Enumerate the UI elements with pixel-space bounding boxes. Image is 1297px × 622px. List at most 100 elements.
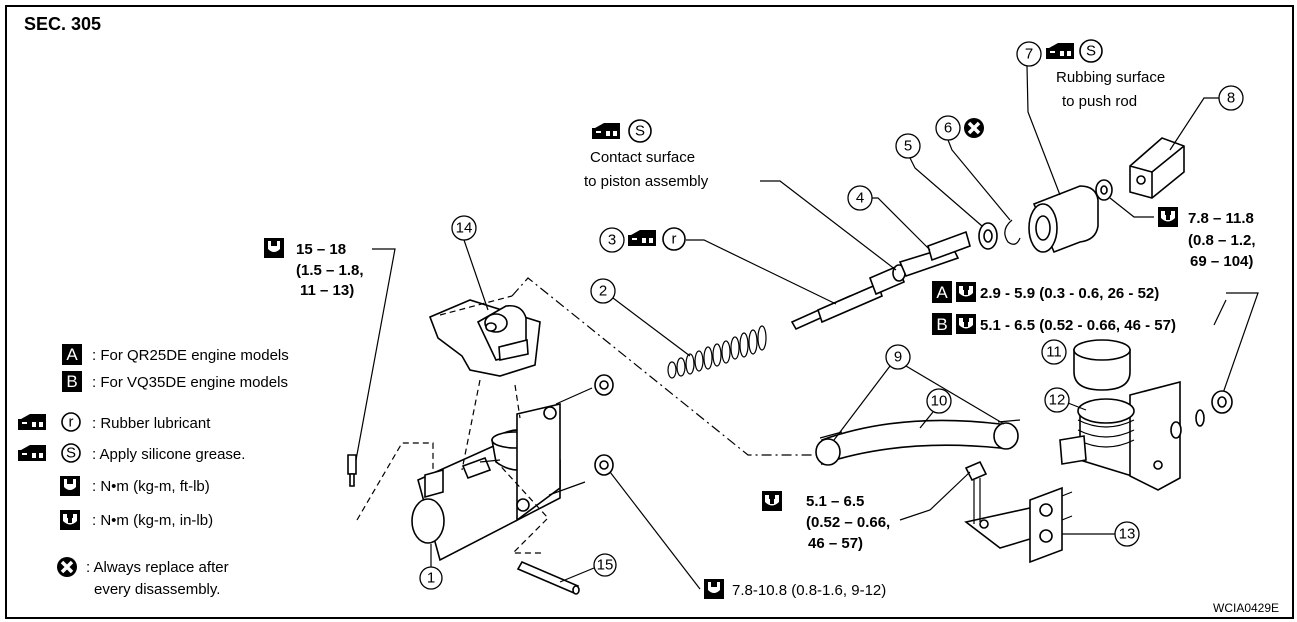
callout-9-label: 9 <box>894 349 902 366</box>
bracket-bolt <box>964 460 988 482</box>
grease-icon <box>18 414 46 430</box>
callout-10 <box>926 388 952 414</box>
legend-a-text: : For QR25DE engine models <box>92 347 289 364</box>
callout-6-label: 6 <box>944 120 952 137</box>
figure-code: WCIA0429E <box>1213 601 1279 615</box>
callout-2-label: 2 <box>599 283 607 300</box>
torque-a: 2.9 - 5.9 (0.3 - 0.6, 26 - 52) <box>980 285 1159 302</box>
silicone-letter: S <box>635 123 645 140</box>
callout-12 <box>1044 387 1070 413</box>
legend: A : For QR25DE engine models B : For VQ3… <box>18 344 289 598</box>
rubbing-note-line1: Rubbing surface <box>1056 69 1165 86</box>
torque-in-icon <box>762 491 782 511</box>
reservoir-tank <box>1059 380 1181 491</box>
rubber-lube-letter: r <box>69 414 74 431</box>
rubbing-note-line2: to push rod <box>1062 93 1137 110</box>
torque-ft-icon <box>264 238 284 258</box>
rubber-lube-letter: r <box>672 231 677 248</box>
legend-b-text: : For VQ35DE engine models <box>92 374 288 391</box>
torque-15-line1: 15 – 18 <box>296 241 346 258</box>
callout-2 <box>590 278 616 304</box>
torque-78-line2: (0.8 – 1.2, <box>1188 232 1256 249</box>
silicone-symbol <box>61 443 81 463</box>
legend-torque-in: : N•m (kg-m, in-lb) <box>92 512 213 529</box>
silicone-letter: S <box>1086 43 1096 60</box>
symbol-b-letter: B <box>66 372 77 391</box>
callout-8-label: 8 <box>1227 90 1235 107</box>
silicone-symbol <box>628 119 652 143</box>
callout-15-label: 15 <box>597 557 614 574</box>
torque-bottom: 7.8-10.8 (0.8-1.6, 9-12) <box>732 582 886 599</box>
reservoir-bracket <box>964 486 1073 564</box>
leader-torque-15 <box>355 248 396 461</box>
callout-15 <box>593 553 617 577</box>
callout-3-label: 3 <box>608 232 616 249</box>
torque-78-line1: 7.8 – 11.8 <box>1188 210 1254 227</box>
symbol-a-box <box>62 344 82 365</box>
legend-s-text: : Apply silicone grease. <box>92 446 245 463</box>
silicone-letter: S <box>66 445 76 462</box>
callout-12-label: 12 <box>1049 392 1066 409</box>
torque-51-line2: (0.52 – 0.66, <box>806 514 890 531</box>
torque-51-line1: 5.1 – 6.5 <box>806 493 864 510</box>
return-spring <box>667 325 767 379</box>
symbol-b-box <box>932 313 952 335</box>
clevis <box>1095 137 1185 201</box>
replace-icon <box>55 555 79 579</box>
section-title: SEC. 305 <box>24 14 101 34</box>
callout-7 <box>1016 41 1042 67</box>
master-cylinder-assembly <box>347 374 614 562</box>
clevis-pin <box>516 560 580 595</box>
grease-icon <box>18 445 46 461</box>
torque-15-line3: 11 – 13) <box>300 282 354 299</box>
torque-in-icon <box>956 282 976 302</box>
callout-14-label: 14 <box>456 220 473 237</box>
rubber-lube-symbol <box>662 227 686 251</box>
legend-r-text: : Rubber lubricant <box>92 415 211 432</box>
torque-in-icon <box>956 314 976 334</box>
silicone-symbol <box>1079 39 1103 63</box>
torque-ft-icon <box>704 579 724 599</box>
grease-icon <box>592 123 620 139</box>
grease-icon <box>1046 43 1074 59</box>
figure-frame <box>5 5 1294 619</box>
callout-11-label: 11 <box>1046 344 1062 361</box>
legend-replace-line2: every disassembly. <box>94 581 220 598</box>
symbol-a-box <box>932 281 952 303</box>
torque-78-line3: 69 – 104) <box>1190 253 1253 270</box>
reservoir-fitting <box>428 299 541 377</box>
rubber-lube-symbol <box>61 412 81 432</box>
callout-10-label: 10 <box>931 393 948 410</box>
contact-note-line2: to piston assembly <box>584 173 709 190</box>
reservoir-cap <box>1073 339 1131 391</box>
torque-15-line2: (1.5 – 1.8, <box>296 262 364 279</box>
torque-in-icon <box>60 510 80 530</box>
callout-5 <box>895 133 921 159</box>
torque-b: 5.1 - 6.5 (0.52 - 0.66, 46 - 57) <box>980 317 1176 334</box>
torque-51-line3: 46 – 57) <box>808 535 863 552</box>
callout-1-label: 1 <box>427 570 435 587</box>
callout-13-label: 13 <box>1119 526 1136 543</box>
callout-5-label: 5 <box>904 138 912 155</box>
callout-9 <box>885 344 911 370</box>
snap-ring <box>1004 219 1021 245</box>
symbol-b-box <box>62 371 82 392</box>
contact-note-line1: Contact surface <box>590 149 695 166</box>
torque-in-icon <box>1158 207 1178 227</box>
dust-boot <box>1028 185 1099 254</box>
grease-icon <box>628 230 656 246</box>
callout-11 <box>1041 339 1067 365</box>
symbol-b-letter: B <box>936 315 947 334</box>
callout-7-label: 7 <box>1025 46 1033 63</box>
callout-3 <box>599 227 625 253</box>
piston-assembly <box>790 230 971 331</box>
legend-torque-ft: : N•m (kg-m, ft-lb) <box>92 478 210 495</box>
replace-icon <box>962 116 986 140</box>
legend-replace-line1: : Always replace after <box>86 559 229 576</box>
torque-ft-icon <box>60 476 80 496</box>
callout-4-label: 4 <box>856 190 864 207</box>
route-line-hose <box>511 277 820 456</box>
symbol-a-letter: A <box>66 345 78 364</box>
reservoir-hose <box>815 419 1021 466</box>
